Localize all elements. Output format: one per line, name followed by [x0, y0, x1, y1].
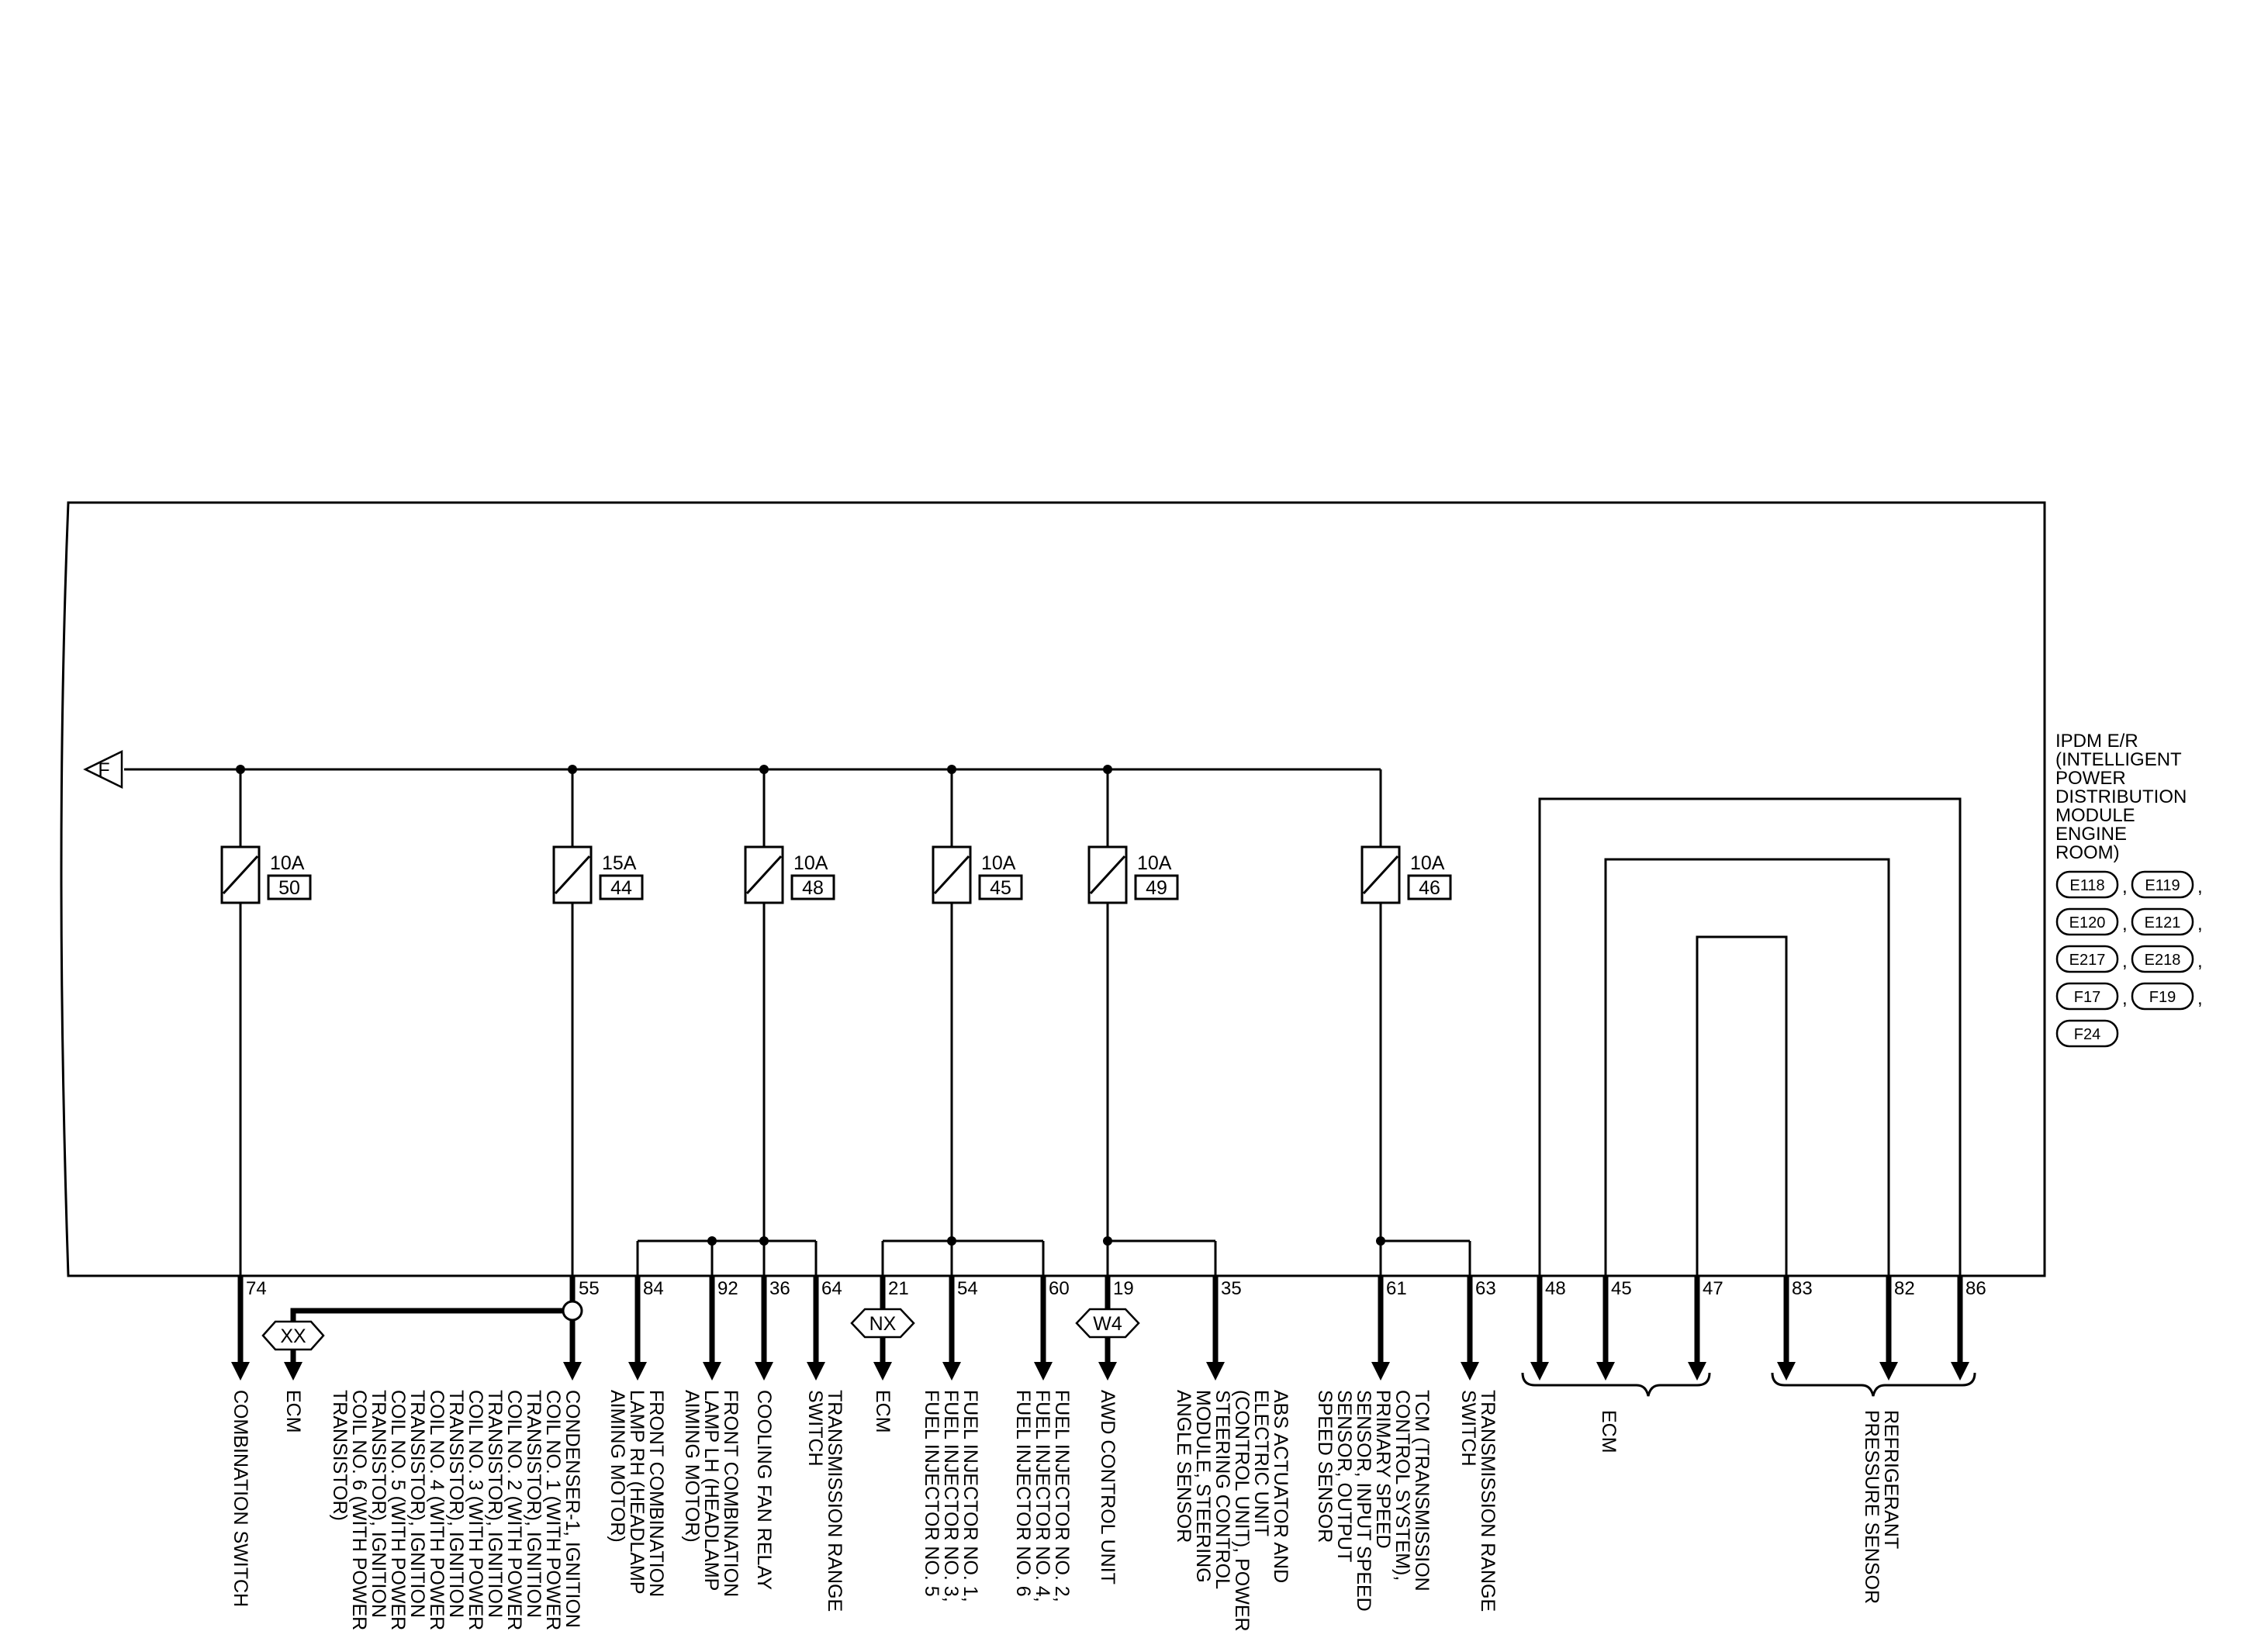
pin-36: 36 [769, 1278, 790, 1299]
pin-83: 83 [1792, 1278, 1813, 1299]
fuse-49: 10A 49 [1087, 769, 1179, 1241]
pin-21: 21 [888, 1278, 909, 1299]
power-source-label: F [98, 759, 109, 781]
svg-text:,: , [2197, 876, 2203, 897]
module-name-line: ROOM) [2055, 842, 2120, 863]
pin-92: 92 [717, 1278, 738, 1299]
dest-transmission-range-switch-1: TRANSMISSION RANGE SWITCH [804, 1390, 845, 1617]
tag-xx: XX [280, 1325, 306, 1347]
pin-35: 35 [1221, 1278, 1242, 1299]
module-name-line: MODULE [2055, 805, 2135, 826]
pin-19: 19 [1113, 1278, 1134, 1299]
pin-45: 45 [1611, 1278, 1632, 1299]
pin-55: 55 [579, 1278, 600, 1299]
dest-ecm-xx: ECM [282, 1390, 304, 1433]
fuse-rating: 15A [602, 852, 637, 874]
pin-82: 82 [1894, 1278, 1915, 1299]
dest-front-combination-lamp-rh: FRONT COMBINATION LAMP RH (HEADLAMP AIMI… [607, 1390, 667, 1602]
fuse-46: 10A 46 [1360, 845, 1452, 1241]
pin-54: 54 [957, 1278, 978, 1299]
svg-text:,: , [2122, 876, 2128, 897]
pin-61: 61 [1386, 1278, 1407, 1299]
dest-cooling-fan-relay: COOLING FAN RELAY [753, 1390, 775, 1590]
dest-front-combination-lamp-lh: FRONT COMBINATION LAMP LH (HEADLAMP AIMI… [681, 1390, 742, 1602]
destination-labels: COMBINATION SWITCH ECM CONDENSER-1, IGNI… [230, 1390, 1902, 1637]
tag-nx: NX [869, 1313, 897, 1335]
module-name-line: ENGINE [2055, 824, 2127, 845]
fuse-50: 10A 50 [220, 769, 312, 1276]
svg-text:,: , [2197, 951, 2203, 972]
pin-60: 60 [1049, 1278, 1070, 1299]
svg-text:,: , [2122, 914, 2128, 935]
svg-text:,: , [2197, 988, 2203, 1009]
dest-awd-control-unit: AWD CONTROL UNIT [1097, 1390, 1118, 1585]
branch-fuse-48 [636, 1236, 818, 1276]
connector-list: E118 , E119 , E120 , E121 , E217 , E218 … [2055, 870, 2203, 1048]
module-outline [60, 501, 2046, 1277]
connector-badge: E218 [2145, 952, 2181, 969]
dest-ecm-nx: ECM [872, 1390, 894, 1433]
ecm-split-wire [284, 1300, 583, 1381]
tag-w4: W4 [1093, 1313, 1122, 1335]
power-bus: F [83, 749, 1382, 847]
module-name: IPDM E/R (INTELLIGENT POWER DISTRIBUTION… [2055, 731, 2187, 863]
connector-badge: E118 [2069, 877, 2104, 894]
svg-text:,: , [2122, 951, 2128, 972]
connector-badge: E121 [2145, 914, 2181, 931]
output-wires [231, 1276, 1969, 1381]
pin-48: 48 [1545, 1278, 1566, 1299]
ecm-group-brace [1521, 1372, 1711, 1397]
pin-84: 84 [643, 1278, 664, 1299]
fuse-rating: 10A [793, 852, 828, 874]
pin-86: 86 [1965, 1278, 1986, 1299]
dest-tcm: TCM (TRANSMISSION CONTROL SYSTEM), PRIMA… [1314, 1390, 1433, 1617]
connector-badge: F17 [2074, 989, 2100, 1006]
connector-badge: F24 [2074, 1026, 2100, 1043]
refrigerant-group-brace [1771, 1372, 1976, 1397]
fuse-number: 44 [610, 877, 632, 899]
pin-74: 74 [246, 1278, 267, 1299]
connector-badge: E217 [2069, 952, 2106, 969]
dest-combination-switch: COMBINATION SWITCH [230, 1390, 251, 1607]
fuse-rating: 10A [981, 852, 1016, 874]
dest-ignition-coils: CONDENSER-1, IGNITION COIL NO. 1 (WITH P… [329, 1390, 583, 1636]
fuse-rating: 10A [1137, 852, 1172, 874]
dest-fuel-injectors-even: FUEL INJECTOR NO. 2, FUEL INJECTOR NO. 4… [1012, 1390, 1073, 1608]
fuse-48: 10A 48 [744, 769, 835, 1241]
dest-refrigerant-pressure-sensor: REFRIGERANT PRESSURE SENSOR [1861, 1410, 1902, 1604]
dest-abs-actuator: ABS ACTUATOR AND ELECTRIC UNIT (CONTROL … [1173, 1390, 1291, 1637]
module-name-line: DISTRIBUTION [2055, 786, 2187, 807]
pass-through-loops [1538, 797, 1962, 1276]
signal-tags: XX NX W4 [261, 1308, 1140, 1351]
branch-fuse-46 [1376, 1236, 1471, 1276]
fuse-45: 10A 45 [932, 769, 1023, 1241]
svg-text:,: , [2197, 914, 2203, 935]
pin-63: 63 [1475, 1278, 1496, 1299]
branch-fuse-45 [881, 1236, 1045, 1276]
fuse-number: 48 [802, 877, 824, 899]
dest-ecm-group: ECM [1598, 1410, 1620, 1453]
connector-badge: E119 [2145, 877, 2180, 894]
svg-text:,: , [2122, 988, 2128, 1009]
module-name-line: (INTELLIGENT [2055, 749, 2182, 770]
fuse-rating: 10A [1410, 852, 1445, 874]
connector-badge: F19 [2149, 989, 2176, 1006]
module-name-line: POWER [2055, 768, 2126, 789]
fuse-number: 49 [1146, 877, 1167, 899]
pin-numbers: 74 55 84 92 36 64 21 54 60 19 35 61 63 4… [246, 1278, 1986, 1299]
pin-47: 47 [1703, 1278, 1723, 1299]
fuse-number: 46 [1419, 877, 1440, 899]
fuse-rating: 10A [270, 852, 305, 874]
fuse-number: 50 [278, 877, 300, 899]
dest-transmission-range-switch-2: TRANSMISSION RANGE SWITCH [1457, 1390, 1499, 1617]
connector-badge: E120 [2069, 914, 2106, 931]
dest-fuel-injectors-odd: FUEL INJECTOR NO. 1, FUEL INJECTOR NO. 3… [921, 1390, 981, 1608]
fuse-44: 15A 44 [552, 769, 644, 1276]
fuse-number: 45 [990, 877, 1011, 899]
pin-64: 64 [821, 1278, 842, 1299]
module-name-line: IPDM E/R [2055, 731, 2138, 752]
branch-fuse-49 [1103, 1236, 1217, 1276]
